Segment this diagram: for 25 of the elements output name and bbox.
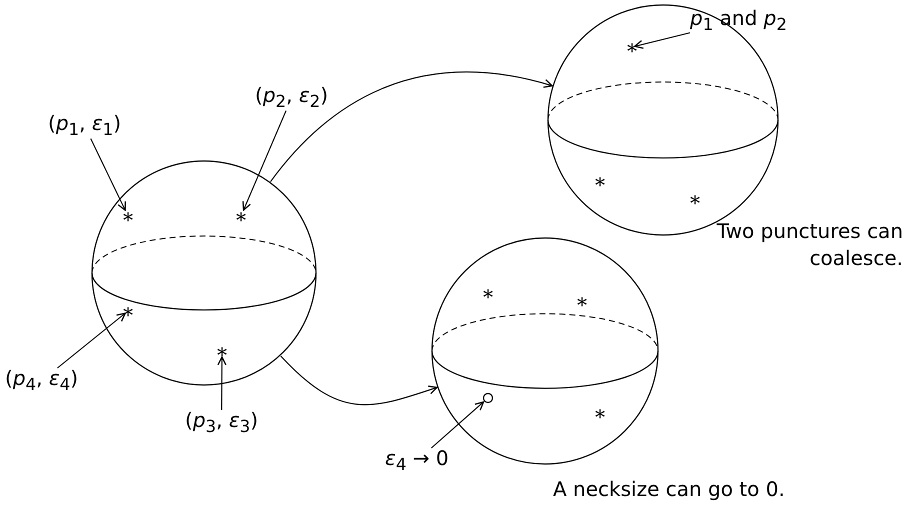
puncture-mark: ∗ (215, 341, 229, 361)
leader-line (57, 312, 126, 368)
leader-line (634, 32, 690, 49)
caption-note: Two punctures can coalesce. (716, 218, 903, 272)
small-circle (482, 392, 494, 404)
point-label: (p$_{4}$, ε$_{4}$) (5, 368, 78, 394)
point-label: (p$_{1}$, ε$_{1}$) (48, 113, 122, 139)
puncture-mark: ∗ (593, 171, 607, 191)
leader-line (431, 401, 484, 448)
curved-arrow (270, 72, 553, 182)
point-label: ε$_{4}$ → 0 (385, 448, 449, 474)
puncture-mark: ∗ (121, 206, 135, 226)
puncture-mark: ∗ (688, 189, 702, 209)
leader-line (90, 138, 126, 211)
puncture-mark: ∗ (575, 291, 589, 311)
point-label: (p$_{2}$, ε$_{2}$) (255, 85, 328, 111)
point-label: p$_{1}$ and p$_{2}$ (690, 8, 787, 34)
puncture-mark: ∗ (593, 403, 607, 423)
leader-line (217, 356, 227, 410)
caption-note: A necksize can go to 0. (553, 476, 786, 503)
point-label: (p$_{3}$, ε$_{3}$) (185, 410, 258, 436)
curved-arrow (280, 356, 438, 406)
leader-line (242, 110, 287, 211)
puncture-mark: ∗ (481, 283, 495, 303)
puncture-mark: ∗ (234, 206, 248, 226)
